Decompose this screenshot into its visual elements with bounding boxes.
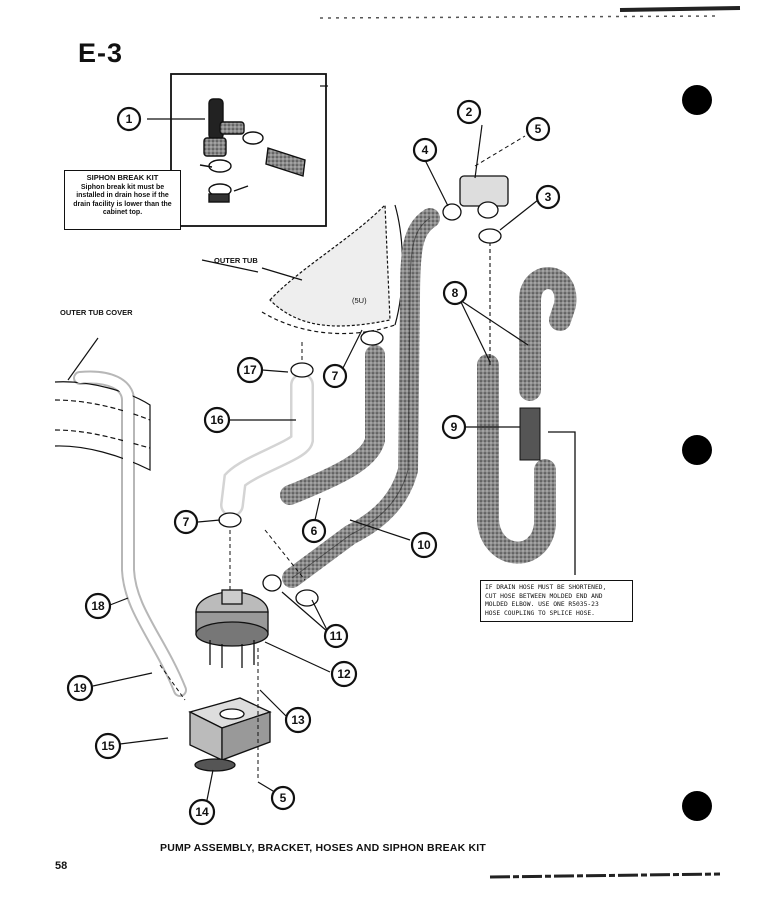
callout-1: 1 [116,106,142,132]
callout-19: 19 [66,674,94,702]
callout-5b: 5 [270,785,296,811]
svg-text:2: 2 [466,105,473,119]
label-outer-tub-cover: OUTER TUB COVER [60,308,133,317]
svg-text:5: 5 [535,122,542,136]
outer-tub [261,203,404,335]
svg-text:6: 6 [311,524,318,538]
pump-12 [195,589,269,668]
clamps-top [218,203,502,607]
binder-hole-1 [682,85,712,115]
drain-hose-8 [519,267,577,401]
svg-text:8: 8 [452,286,459,300]
callout-12: 12 [330,660,358,688]
outer-tub-cover [54,337,151,471]
figure-caption: PUMP ASSEMBLY, BRACKET, HOSES AND SIPHON… [160,842,487,854]
svg-text:9: 9 [451,420,458,434]
svg-text:7: 7 [183,515,190,529]
svg-text:14: 14 [195,805,209,819]
binder-hole-3 [682,791,712,821]
scan-edge-top [319,6,741,19]
drain-hose-note: IF DRAIN HOSE MUST BE SHORTENED, CUT HOS… [480,580,633,622]
callout-16: 16 [203,406,231,434]
svg-text:10: 10 [417,538,431,552]
callout-2: 2 [456,99,482,125]
callout-7b: 7 [173,509,199,535]
leader-lines [92,85,539,811]
label-tub-mark: (5U) [352,296,367,305]
hose-6 [280,345,385,505]
siphon-kit-note-body: Siphon break kit must be installed in dr… [73,183,172,217]
callout-17: 17 [236,356,264,384]
svg-text:3: 3 [545,190,552,204]
note-bracket [548,431,576,575]
callout-13: 13 [284,706,312,734]
hose-coupling-9 [519,407,541,461]
svg-text:4: 4 [422,143,429,157]
callout-9: 9 [441,414,467,440]
siphon-kit-note-title: SIPHON BREAK KIT [86,173,159,182]
callout-11: 11 [323,623,349,649]
bracket-14 [188,697,272,772]
svg-text:17: 17 [243,363,257,377]
binder-hole-2 [682,435,712,465]
svg-text:11: 11 [330,629,343,643]
callout-4: 4 [412,137,438,163]
callout-8: 8 [442,280,468,306]
callout-14: 14 [188,798,216,826]
svg-text:18: 18 [91,599,105,613]
svg-text:19: 19 [73,681,87,695]
svg-text:7: 7 [332,369,339,383]
svg-text:15: 15 [101,739,115,753]
callout-15: 15 [94,732,122,760]
svg-text:5: 5 [280,791,287,805]
callout-10: 10 [410,531,438,559]
siphon-kit-parts [199,98,306,203]
scan-edge-bottom [489,872,721,879]
label-outer-tub: OUTER TUB [214,256,258,265]
callout-5: 5 [525,116,551,142]
svg-text:16: 16 [210,413,224,427]
siphon-kit-frame [170,73,327,227]
callout-7: 7 [322,363,348,389]
fitting-2 [459,175,509,219]
callout-6: 6 [301,518,327,544]
svg-text:12: 12 [337,667,351,681]
svg-text:1: 1 [126,112,133,126]
callout-18: 18 [84,592,112,620]
svg-text:13: 13 [291,713,305,727]
assembly-lines [159,135,526,780]
siphon-kit-note: SIPHON BREAK KIT Siphon break kit must b… [64,170,181,230]
callout-3: 3 [535,184,561,210]
section-id: E-3 [78,38,124,68]
page-number: 58 [55,860,68,872]
